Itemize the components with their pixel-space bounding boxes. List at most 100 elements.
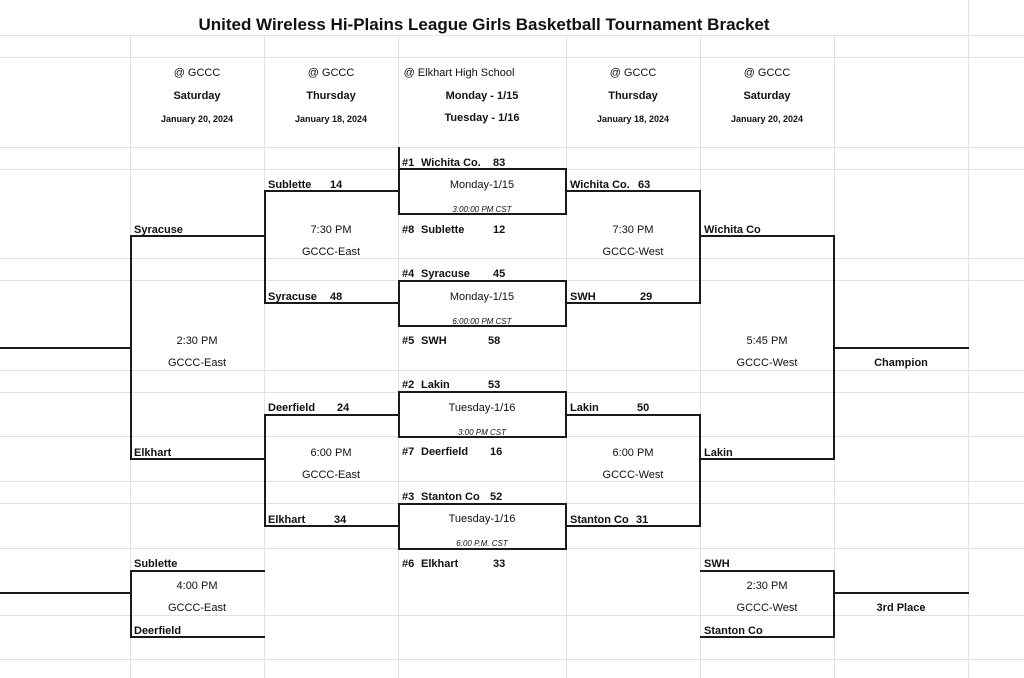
col5-venue: @ GCCC [743,67,791,79]
consolation-right-venue: GCCC-West [736,602,798,614]
gridline [566,35,567,678]
bracket-line [0,592,131,594]
col4-day: Thursday [608,90,658,102]
game4-time: 6:00 P.M. CST [456,539,508,548]
game2-bot-score: 58 [488,335,501,347]
bracket-line [130,636,265,638]
qleft1-bot-score: 48 [330,291,343,303]
col2-day: Thursday [306,90,356,102]
bracket-line [398,213,567,215]
bracket-line [566,414,701,416]
bracket-line [130,458,265,460]
bracket-line [398,548,567,550]
qleft2-venue: GCCC-East [301,469,361,481]
bracket-line [566,302,701,304]
col1-venue: @ GCCC [173,67,221,79]
qleft1-time: 7:30 PM [310,224,352,236]
game3-bot-score: 16 [490,446,503,458]
semi-right-venue: GCCC-West [736,357,798,369]
game2-top-seed: #4 [402,268,415,280]
game4-bot-seed: #6 [402,558,415,570]
qleft2-bot-team: Elkhart [268,514,306,526]
bracket-line [398,168,400,214]
bracket-line [700,570,835,572]
bracket-line [130,235,132,459]
game3-top-seed: #2 [402,379,415,391]
gridline [0,147,1024,148]
consolation-left-venue: GCCC-East [167,602,227,614]
game3-time: 3:00 PM CST [457,428,507,437]
bracket-line [398,168,567,170]
game1-bot-score: 12 [493,224,506,236]
game2-top-score: 45 [493,268,506,280]
col3-date: Tuesday - 1/16 [444,112,520,124]
qleft1-top-team: Sublette [268,179,312,191]
bracket-line [130,235,265,237]
semi-right-time: 5:45 PM [746,335,788,347]
bracket-line [130,570,265,572]
bracket-line [264,190,266,303]
game1-day: Monday-1/15 [449,179,515,191]
bracket-line [566,525,701,527]
qleft1-top-score: 14 [330,179,343,191]
qleft2-bot-score: 34 [334,514,347,526]
champion-label: Champion [874,357,928,369]
bracket-line [398,280,567,282]
qright1-bot-team: SWH [570,291,596,303]
consolation-left-time: 4:00 PM [176,580,218,592]
bracket-line [130,570,132,638]
game3-bot-seed: #7 [402,446,415,458]
gridline [0,258,1024,259]
col3-venue: @ Elkhart High School [403,67,515,79]
game3-top-score: 53 [488,379,501,391]
bracket-line [398,503,567,505]
qleft1-bot-team: Syracuse [268,291,317,303]
col5-day: Saturday [743,90,791,102]
qright1-top-team: Wichita Co. [570,179,630,191]
qright2-venue: GCCC-West [602,469,664,481]
consolation-right-bot-team: Stanton Co [704,625,763,637]
bracket-line [264,414,399,416]
game1-top-seed: #1 [402,157,415,169]
bracket-line [398,503,400,549]
game1-bot-seed: #8 [402,224,415,236]
consolation-left-top-team: Sublette [134,558,178,570]
bracket-line [398,436,567,438]
col4-date: January 18, 2024 [596,114,670,124]
col2-venue: @ GCCC [307,67,355,79]
bracket-line [264,525,399,527]
bracket-line [264,414,266,526]
semi-left-top-team: Syracuse [134,224,183,236]
game4-top-team: Stanton Co [421,491,480,503]
col2-date: January 18, 2024 [294,114,368,124]
game4-day: Tuesday-1/16 [448,513,516,525]
bracket-line [699,414,701,526]
consolation-right-time: 2:30 PM [746,580,788,592]
bracket-line [398,391,567,393]
game2-bot-seed: #5 [402,335,415,347]
gridline [0,481,1024,482]
consolation-right-top-team: SWH [704,558,730,570]
qright1-bot-score: 29 [640,291,653,303]
game2-bot-team: SWH [421,335,447,347]
bracket-line [566,190,701,192]
col4-venue: @ GCCC [609,67,657,79]
qleft2-top-team: Deerfield [268,402,316,414]
gridline [0,57,1024,58]
semi-right-top-team: Wichita Co [704,224,761,236]
semi-left-time: 2:30 PM [176,335,218,347]
qright2-bot-score: 31 [636,514,649,526]
qright2-time: 6:00 PM [612,447,654,459]
game4-top-seed: #3 [402,491,415,503]
game4-bot-team: Elkhart [421,558,459,570]
bracket-line [834,592,969,594]
semi-left-venue: GCCC-East [167,357,227,369]
gridline [264,35,265,678]
bracket-line [0,347,131,349]
bracket-line [833,570,835,638]
gridline [0,370,1024,371]
page-title: United Wireless Hi-Plains League Girls B… [198,15,770,34]
game1-time: 3:00:00 PM CST [452,205,512,214]
semi-left-bot-team: Elkhart [134,447,172,459]
